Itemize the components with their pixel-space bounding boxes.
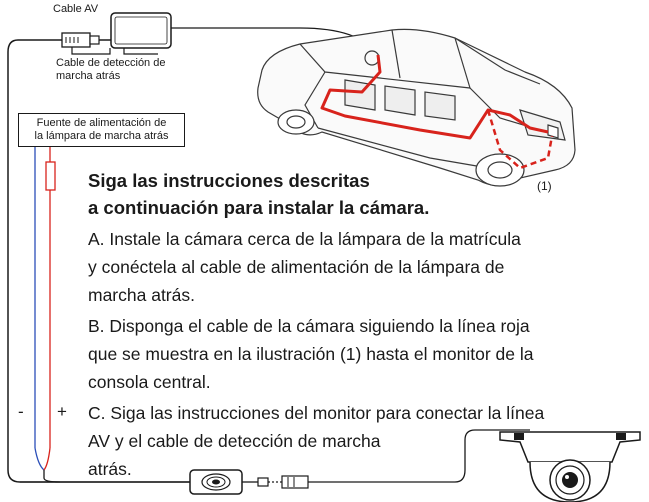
power-source-box: Fuente de alimentación de la lámpara de … — [18, 113, 185, 147]
instruction-line: que se muestra en la ilustración (1) has… — [88, 344, 534, 364]
power-source-label-1: Fuente de alimentación de — [36, 117, 167, 129]
av-cable-line — [7, 39, 190, 483]
car-illustration — [257, 28, 576, 187]
instruction-line: B. Disponga el cable de la cámara siguie… — [88, 316, 530, 336]
figure-ref-label: (1) — [537, 179, 552, 193]
instruction-line: A. Instale la cámara cerca de la lámpara… — [88, 229, 521, 249]
plus-sign: + — [57, 402, 67, 421]
instruction-line: C. Siga las instrucciones del monitor pa… — [88, 403, 545, 423]
fuse-icon — [45, 161, 56, 191]
reverse-detect-label-2: marcha atrás — [56, 70, 121, 82]
instruction-line: AV y el cable de detección de marcha — [88, 431, 381, 451]
camera-connector-box-icon — [189, 469, 243, 495]
instruction-line: marcha atrás. — [88, 285, 195, 305]
camera-cable-route — [320, 54, 549, 140]
rca-plug-icon — [257, 475, 309, 489]
instructions-heading-2: a continuación para instalar la cámara. — [88, 197, 430, 218]
minus-sign: - — [18, 402, 24, 421]
power-source-label-2: la lámpara de marcha atrás — [34, 130, 169, 142]
camera-cable-route-dashed — [486, 109, 554, 170]
reverse-detect-wire — [71, 47, 111, 55]
instructions-heading-1: Siga las instrucciones descritas — [88, 170, 370, 191]
camera-cable — [308, 429, 530, 483]
instruction-line: atrás. — [88, 459, 132, 479]
rear-camera-icon — [499, 431, 641, 502]
instruction-line: y conéctela al cable de alimentación de … — [88, 257, 505, 277]
instruction-line: consola central. — [88, 372, 211, 392]
cable-av-label: Cable AV — [53, 3, 99, 15]
reverse-detect-label-1: Cable de detección de — [56, 57, 166, 69]
av-connector-icon — [61, 32, 106, 48]
monitor-module-icon — [106, 12, 172, 55]
